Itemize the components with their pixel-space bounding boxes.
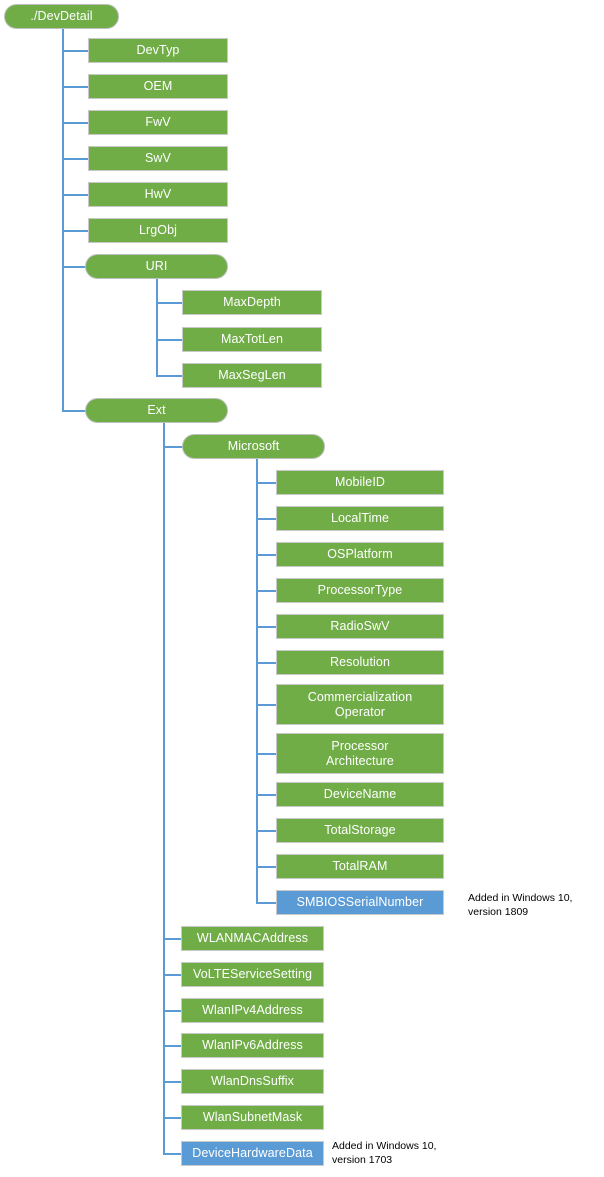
node-totalstorage[interactable]: TotalStorage: [276, 818, 444, 843]
node-radioswv[interactable]: RadioSwV: [276, 614, 444, 639]
node-lrgobj[interactable]: LrgObj: [88, 218, 228, 243]
node-uri[interactable]: URI: [85, 254, 228, 279]
node-maxdepth[interactable]: MaxDepth: [182, 290, 322, 315]
node-wlansubnetmask[interactable]: WlanSubnetMask: [181, 1105, 324, 1130]
node-maxtotlen[interactable]: MaxTotLen: [182, 327, 322, 352]
connector-ext-to-voltesevicesetting: [163, 974, 181, 976]
node-swv[interactable]: SwV: [88, 146, 228, 171]
connector-uri-to-maxseglen: [156, 375, 182, 377]
node-wlanipv4address[interactable]: WlanIPv4Address: [181, 998, 324, 1023]
connector-microsoft-to-processorarchitecture: [256, 753, 276, 755]
node-microsoft[interactable]: Microsoft: [182, 434, 325, 459]
connector-uri-to-maxdepth: [156, 302, 182, 304]
note-smbiosserialnumber: Added in Windows 10, version 1809: [468, 892, 573, 918]
node-smbiosserialnumber[interactable]: SMBIOSSerialNumber: [276, 890, 444, 915]
node-root-devdetail[interactable]: ./DevDetail: [4, 4, 119, 29]
node-devtyp[interactable]: DevTyp: [88, 38, 228, 63]
connector-uri-trunk: [156, 279, 158, 377]
connector-microsoft-to-smbiosserialnumber: [256, 902, 276, 904]
connector-root-to-hwv: [62, 194, 88, 196]
connector-root-to-swv: [62, 158, 88, 160]
connector-uri-to-maxtotlen: [156, 339, 182, 341]
node-wlanipv6address[interactable]: WlanIPv6Address: [181, 1033, 324, 1058]
connector-ext-to-wlanipv6address: [163, 1045, 181, 1047]
connector-root-to-uri: [62, 266, 86, 268]
note-devicehardwaredata: Added in Windows 10, version 1703: [332, 1140, 437, 1166]
node-devicename[interactable]: DeviceName: [276, 782, 444, 807]
node-processortype[interactable]: ProcessorType: [276, 578, 444, 603]
node-localtime[interactable]: LocalTime: [276, 506, 444, 531]
node-processor-architecture[interactable]: Processor Architecture: [276, 733, 444, 774]
connector-microsoft-to-commercializationoperator: [256, 704, 276, 706]
connector-microsoft-to-processortype: [256, 590, 276, 592]
connector-root-to-oem: [62, 86, 88, 88]
connector-microsoft-to-osplatform: [256, 554, 276, 556]
node-wlanmacaddress[interactable]: WLANMACAddress: [181, 926, 324, 951]
node-commercialization-operator[interactable]: Commercialization Operator: [276, 684, 444, 725]
connector-ext-to-devicehardwaredata: [163, 1153, 181, 1155]
node-totalram[interactable]: TotalRAM: [276, 854, 444, 879]
connector-root-to-ext: [62, 410, 86, 412]
connector-microsoft-to-devicename: [256, 794, 276, 796]
node-voltesevicesetting[interactable]: VoLTEServiceSetting: [181, 962, 324, 987]
connector-microsoft-to-totalram: [256, 866, 276, 868]
node-resolution[interactable]: Resolution: [276, 650, 444, 675]
node-ext[interactable]: Ext: [85, 398, 228, 423]
connector-root-to-fwv: [62, 122, 88, 124]
connector-ext-trunk: [163, 423, 165, 1153]
connector-microsoft-to-totalstorage: [256, 830, 276, 832]
node-oem[interactable]: OEM: [88, 74, 228, 99]
connector-microsoft-to-mobileid: [256, 482, 276, 484]
connector-ext-to-wlanipv4address: [163, 1010, 181, 1012]
connector-ext-to-wlansubnetmask: [163, 1117, 181, 1119]
connector-microsoft-trunk: [256, 459, 258, 902]
connector-ext-to-microsoft: [163, 446, 183, 448]
node-wlandnssuffix[interactable]: WlanDnsSuffix: [181, 1069, 324, 1094]
node-hwv[interactable]: HwV: [88, 182, 228, 207]
node-fwv[interactable]: FwV: [88, 110, 228, 135]
node-osplatform[interactable]: OSPlatform: [276, 542, 444, 567]
node-mobileid[interactable]: MobileID: [276, 470, 444, 495]
connector-microsoft-to-radioswv: [256, 626, 276, 628]
connector-root-to-devtyp: [62, 50, 88, 52]
node-devicehardwaredata[interactable]: DeviceHardwareData: [181, 1141, 324, 1166]
connector-microsoft-to-resolution: [256, 662, 276, 664]
connector-microsoft-to-localtime: [256, 518, 276, 520]
connector-root-trunk: [62, 26, 64, 412]
connector-root-to-lrgobj: [62, 230, 88, 232]
node-maxseglen[interactable]: MaxSegLen: [182, 363, 322, 388]
connector-ext-to-wlandnssuffix: [163, 1081, 181, 1083]
connector-ext-to-wlanmacaddress: [163, 938, 181, 940]
